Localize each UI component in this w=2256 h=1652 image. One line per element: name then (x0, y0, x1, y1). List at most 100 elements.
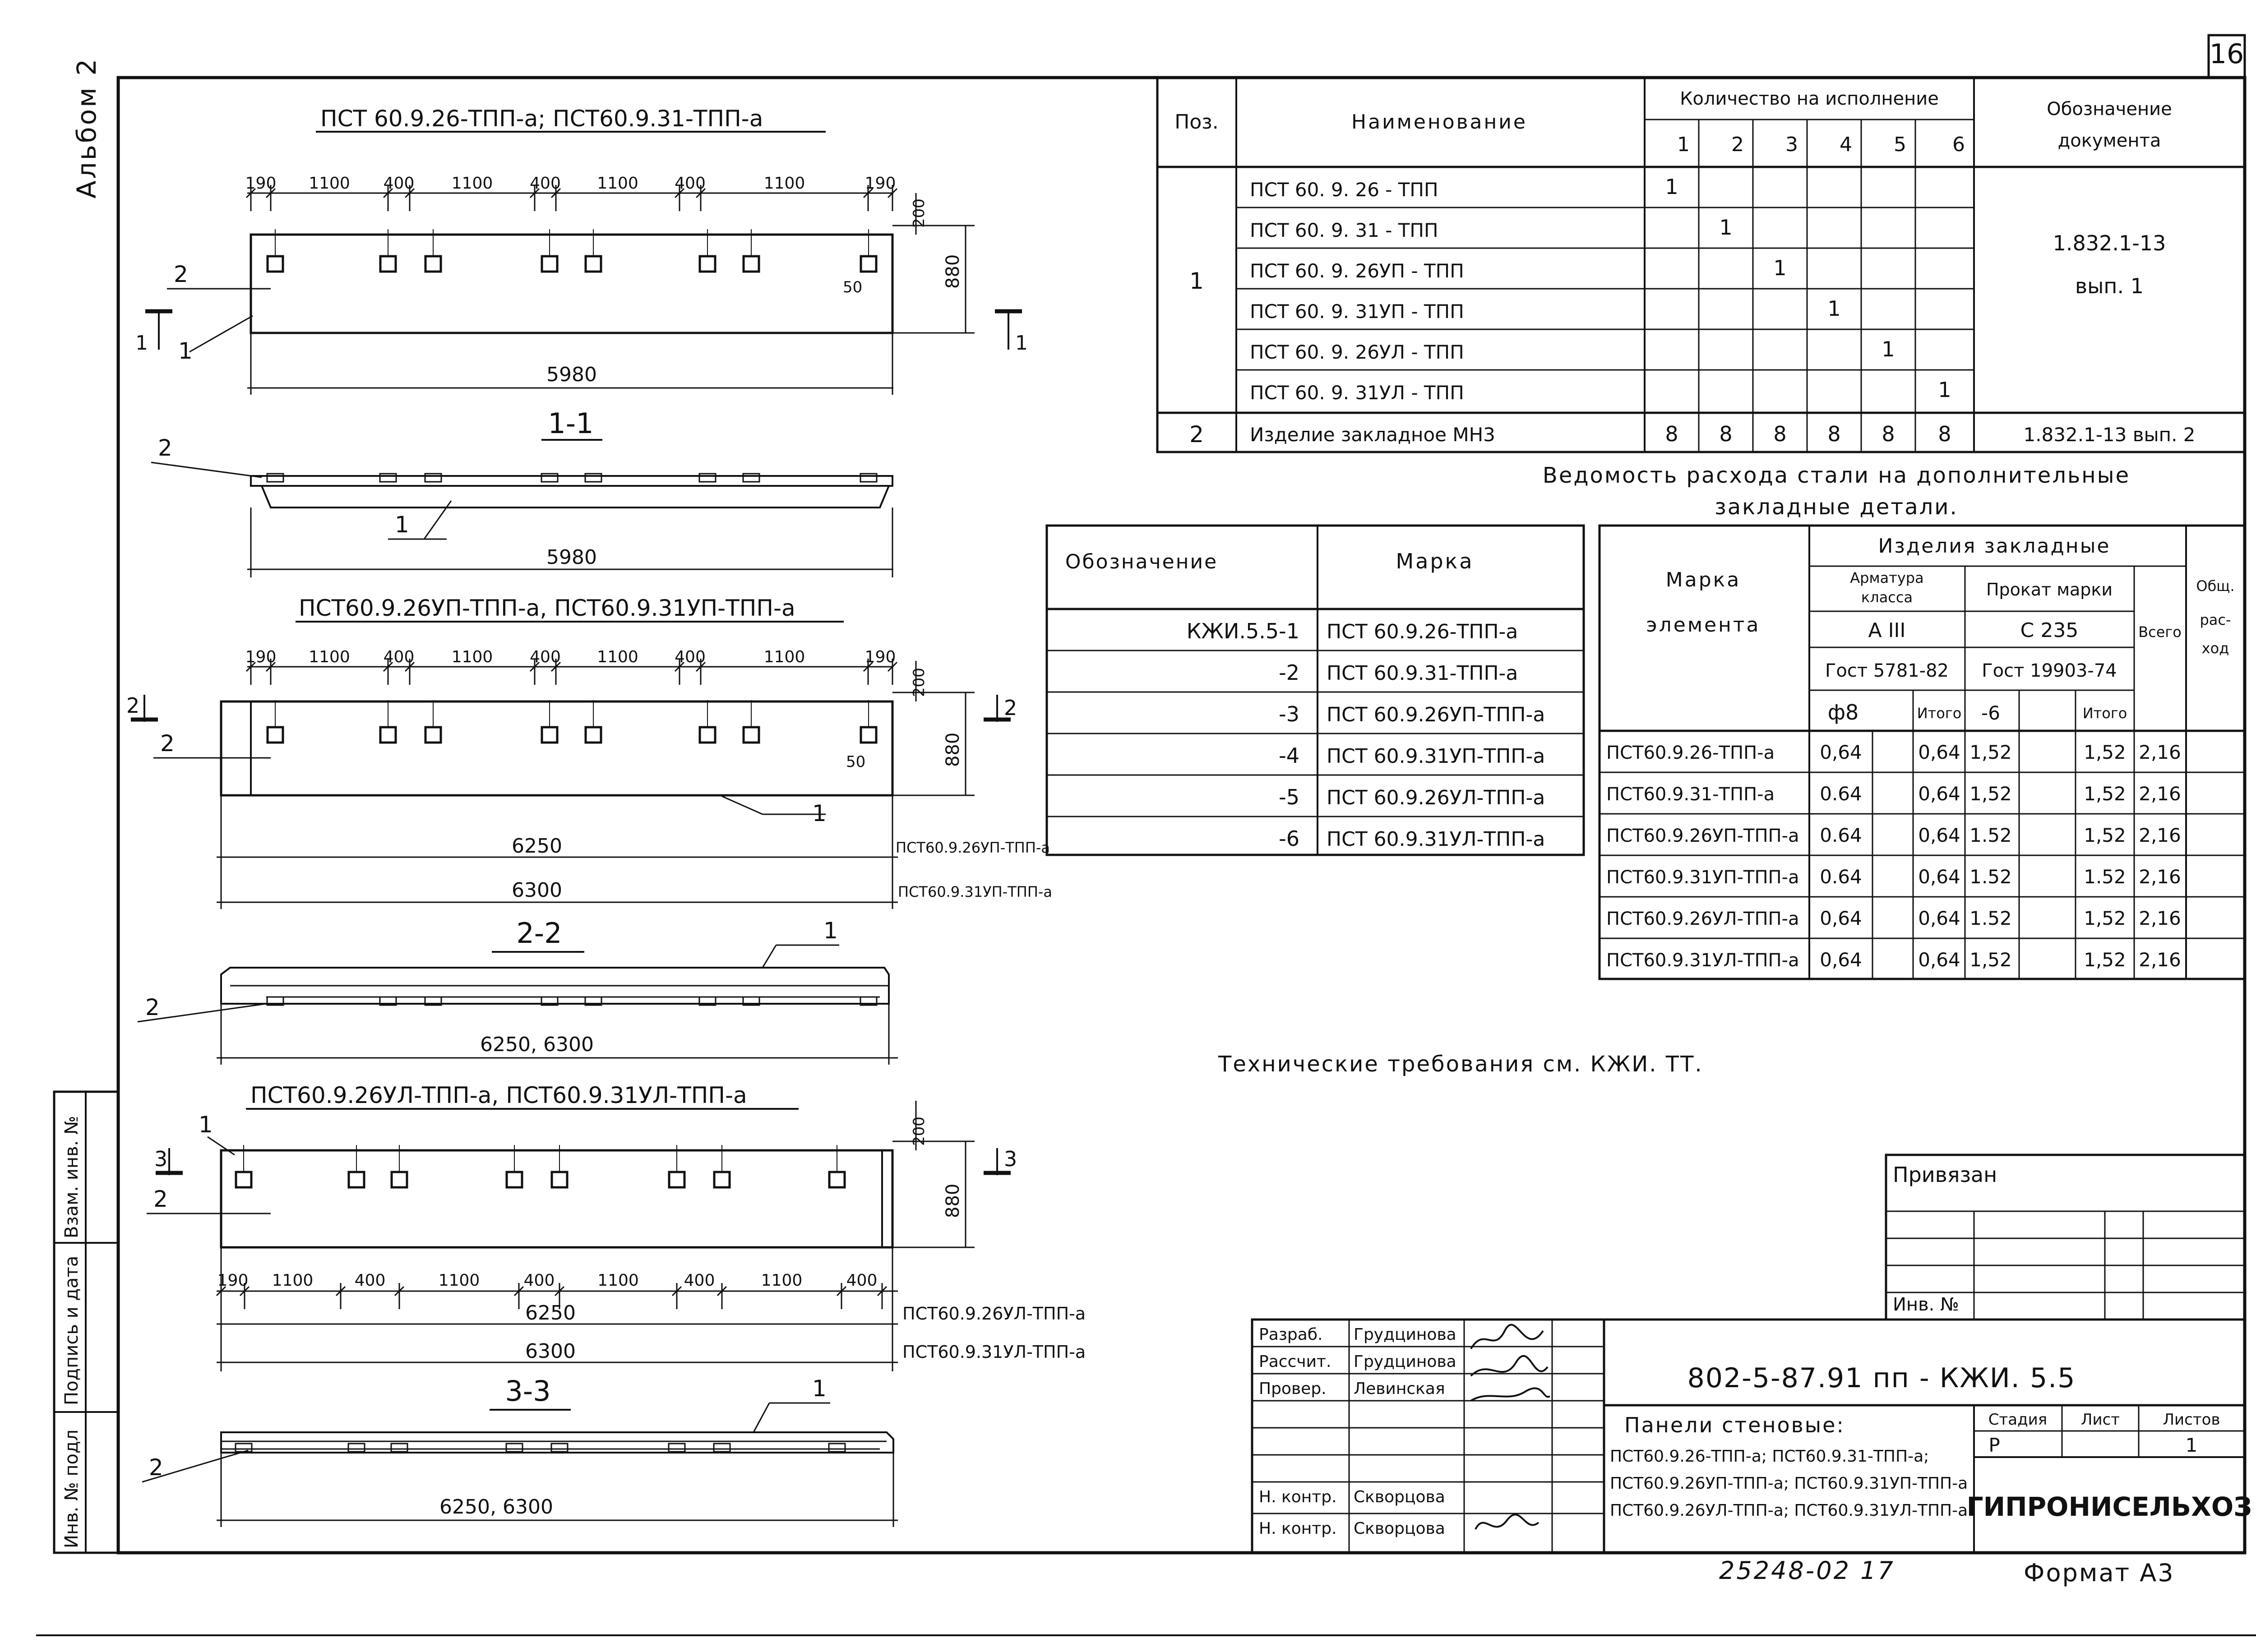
steel-row-d8: 0.64 (1820, 866, 1862, 888)
section-2-plates (266, 996, 878, 1006)
dimension-label: 1100 (764, 648, 805, 666)
steel-head-rebar-2: класса (1861, 589, 1913, 606)
dimension-label: 1100 (597, 1271, 639, 1290)
dimension-label: 1100 (597, 174, 638, 193)
section-plate (828, 1443, 846, 1453)
steel-head-itogo2: Итого (2083, 705, 2127, 722)
section-1-marker-2: 2 (158, 435, 172, 461)
spec-table: Поз. Наименование Количество на исполнен… (1156, 76, 2246, 453)
steel-head-gost2: Гост 19903-74 (1982, 660, 2117, 681)
mid-height-dim: 880 (943, 733, 963, 767)
dimension-tick-slash (674, 661, 685, 672)
dimension-label: 1100 (452, 648, 493, 666)
marks-mark: ПСТ 60.9.26УЛ-ТПП-а (1327, 786, 1545, 809)
tech-requirements-note: Технические требования см. КЖИ. ТТ. (1218, 1052, 1703, 1077)
dimension-tick-slash (383, 661, 393, 672)
steel-row-d8: 0.64 (1820, 783, 1862, 805)
section-plate (698, 473, 717, 483)
steel-row-mark: ПСТ60.9.26-ТПП-а (1606, 743, 1775, 763)
section-3-length-dim: 6250, 6300 (439, 1495, 553, 1518)
steel-row-itogo2: 1,52 (2084, 949, 2126, 971)
spec-row-2-name: Изделие закладное МН3 (1250, 424, 1495, 446)
title-name: Скворцова (1354, 1488, 1445, 1506)
spec-row-2-doc: 1.832.1-13 вып. 2 (2023, 424, 2195, 446)
mid-marker-2: 2 (160, 730, 175, 757)
spec-qty-col-head: 6 (1952, 133, 1965, 156)
section-plate (584, 473, 602, 483)
dimension-label: 1100 (309, 174, 350, 193)
steel-row-total: 2,16 (2139, 949, 2181, 971)
dimension-tick-slash (695, 188, 706, 198)
steel-row-minus6: 1.52 (1969, 907, 2012, 929)
mid-length-2-note: ПСТ60.9.31УП-ТПП-а (898, 883, 1052, 900)
dimension-tick-slash (245, 661, 256, 672)
steel-head-mark-2: элемента (1646, 614, 1761, 637)
dimension-label: 190 (865, 648, 896, 666)
dimension-tick-slash (529, 188, 540, 198)
mid-offset-dim: 200 (910, 668, 928, 697)
dimension-tick-slash (887, 188, 898, 198)
binding-block: Привязан Инв. № (1885, 1154, 2245, 1320)
steel-row-itogo1: 0,64 (1918, 949, 1960, 971)
marks-designation: -4 (1279, 743, 1299, 768)
section-2-marker-1: 1 (823, 918, 838, 944)
dimension-label: 400 (675, 648, 706, 666)
bot-length-2: 6300 (525, 1340, 576, 1363)
dimension-label: 1100 (439, 1271, 480, 1290)
section-1-plates (266, 473, 878, 483)
page-number: 16 (2210, 38, 2244, 70)
marks-head-mark: Марка (1396, 549, 1474, 573)
title-role: Провер. (1259, 1380, 1327, 1398)
title-name: Скворцова (1354, 1519, 1445, 1538)
dimension-label: 1100 (309, 648, 350, 666)
marks-designation: -6 (1279, 826, 1299, 851)
spec-row-2-qty: 8 (1719, 422, 1732, 446)
signature-scribble-2 (1470, 1355, 1549, 1377)
bot-offset-dim: 200 (910, 1117, 928, 1146)
title-role: Рассчит. (1259, 1352, 1331, 1371)
title-name: Грудцинова (1354, 1325, 1456, 1344)
panel-bot-outline (220, 1149, 894, 1249)
section-plate (347, 1443, 365, 1453)
spec-head-qty: Количество на исполнение (1680, 88, 1939, 109)
dimension-tick-slash (529, 661, 540, 672)
marks-mark: ПСТ 60.9.31УЛ-ТПП-а (1327, 828, 1545, 851)
spec-row-2-qty: 8 (1827, 422, 1840, 446)
title-name: Грудцинова (1354, 1352, 1456, 1371)
section-plate (584, 996, 602, 1006)
dimension-tick-slash (550, 661, 561, 672)
dimension-tick-slash (513, 1286, 524, 1297)
steel-row-mark: ПСТ60.9.31-ТПП-а (1606, 784, 1775, 805)
steel-head-total: Всего (2138, 623, 2182, 641)
signature-scribble-4 (1475, 1514, 1539, 1530)
steel-row-total: 2,16 (2139, 783, 2181, 805)
marks-designation: -2 (1279, 660, 1299, 685)
mid-cut-right: 2 (1004, 696, 1017, 720)
bot-elevation-caption: ПСТ60.9.26УЛ-ТПП-а, ПСТ60.9.31УЛ-ТПП-а (250, 1082, 747, 1108)
dimension-label: 400 (384, 648, 415, 666)
title-role: Разраб. (1259, 1325, 1322, 1344)
marks-mark: ПСТ 60.9.31-ТПП-а (1327, 662, 1518, 685)
mid-small-dim: 50 (846, 753, 865, 771)
dimension-label: 1100 (272, 1271, 314, 1290)
dimension-tick-slash (335, 1286, 346, 1297)
section-plate (668, 1443, 686, 1453)
marks-designation: -5 (1279, 785, 1299, 809)
mid-marker-1: 1 (812, 800, 827, 826)
spec-row-qty: 1 (1719, 215, 1732, 240)
marks-designation: -3 (1279, 702, 1299, 726)
dimension-tick-slash (265, 188, 276, 198)
top-length-dim: 5980 (546, 363, 597, 386)
section-plate (266, 473, 284, 483)
steel-head-rolled: Прокат марки (1986, 580, 2113, 600)
dimension-tick-slash (695, 661, 706, 672)
dimension-tick-slash (404, 188, 415, 198)
section-plate (505, 1443, 523, 1453)
dimension-tick-slash (863, 661, 874, 672)
dimension-tick-slash (877, 1286, 888, 1297)
section-3-title: 3-3 (505, 1375, 550, 1407)
steel-row-minus6: 1,52 (1969, 783, 2012, 805)
spec-row-2-qty: 8 (1882, 422, 1895, 446)
steel-table: Ведомость расхода стали на дополнительны… (1543, 463, 2246, 980)
steel-title-2: закладные детали. (1715, 494, 1958, 520)
